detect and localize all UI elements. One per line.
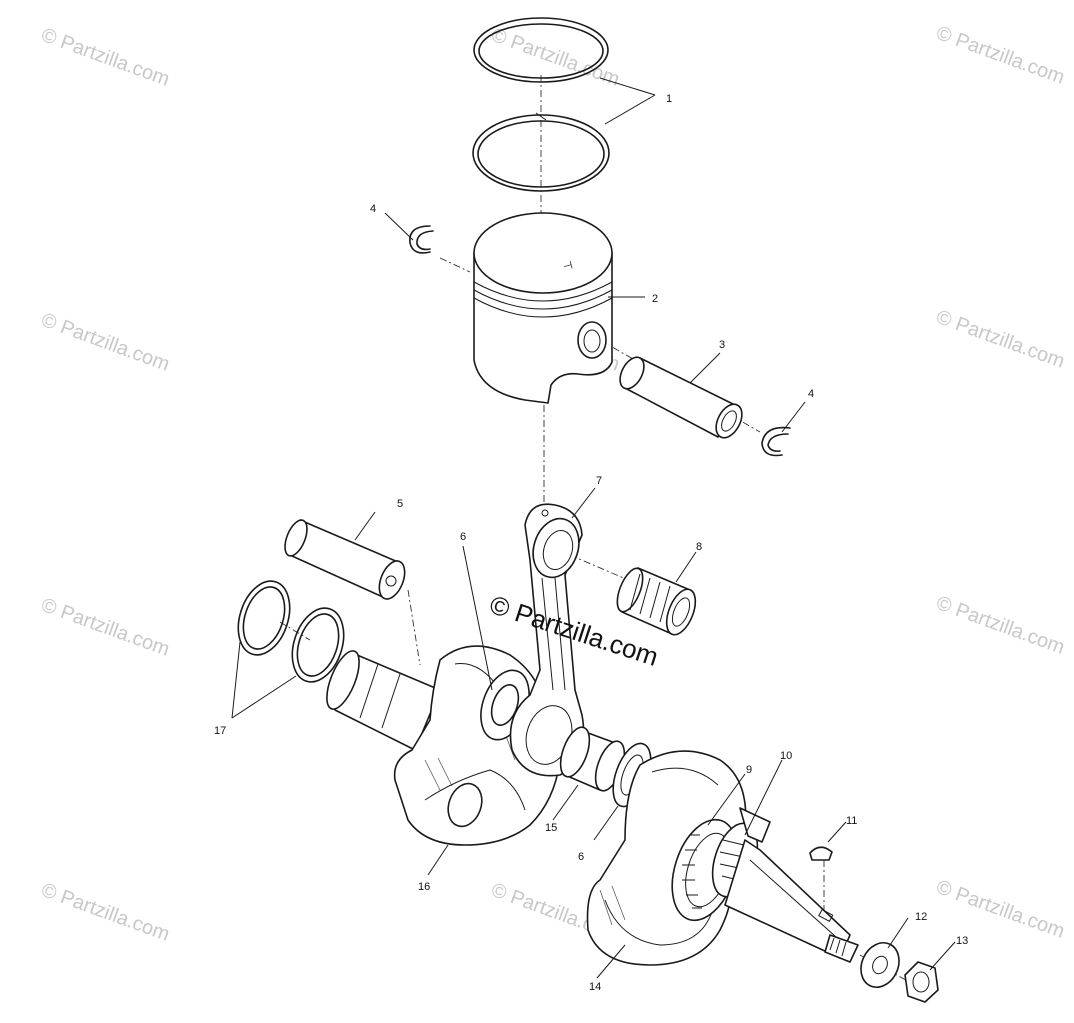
nut [904,961,939,1003]
callout-9: 9 [746,764,752,776]
piston-pin [619,356,743,439]
callout-6a: 6 [460,531,466,543]
seal-rings [237,580,345,683]
circlip-right [761,426,791,457]
watermark-layer: © Partzilla.com © Partzilla.com © Partzi… [38,22,1067,946]
thrust-washer-left [480,669,530,741]
woodruff-key [809,846,833,861]
callout-10: 10 [780,750,792,762]
watermark: © Partzilla.com [38,594,172,661]
callout-1: 1 [666,93,672,105]
callout-2: 2 [652,293,658,305]
callout-6b: 6 [578,851,584,863]
piston-rings [472,17,610,192]
crank-shaft-taper [724,839,859,963]
callout-11: 11 [846,815,857,827]
connecting-rod [509,503,585,777]
watermark: © Partzilla.com [38,24,172,91]
crank-pin [284,519,406,600]
watermark: © Partzilla.com [933,306,1067,373]
circlip-left [409,225,434,254]
callouts: 1 2 3 4 4 5 6 7 8 17 15 6 16 9 10 11 12 … [214,93,968,993]
callout-3: 3 [719,339,725,351]
callout-13: 13 [956,935,968,947]
callout-15: 15 [545,822,557,834]
callout-8: 8 [696,541,702,553]
svg-text:⊣: ⊣ [562,259,574,273]
callout-7: 7 [596,475,602,487]
watermark: © Partzilla.com [38,879,172,946]
watermark: © Partzilla.com [933,876,1067,943]
callout-16: 16 [418,881,430,893]
watermark: © Partzilla.com [38,309,172,376]
watermark: © Partzilla.com [933,22,1067,89]
callout-14: 14 [589,981,601,993]
callout-4a: 4 [370,203,376,215]
callout-17: 17 [214,725,226,737]
callout-4b: 4 [808,388,814,400]
leader-lines [231,77,956,979]
washer [860,942,900,988]
callout-5: 5 [397,498,403,510]
piston: ⊣ [473,212,613,404]
needle-bearing [616,567,697,636]
watermark: © Partzilla.com [933,592,1067,659]
callout-12: 12 [915,911,927,923]
